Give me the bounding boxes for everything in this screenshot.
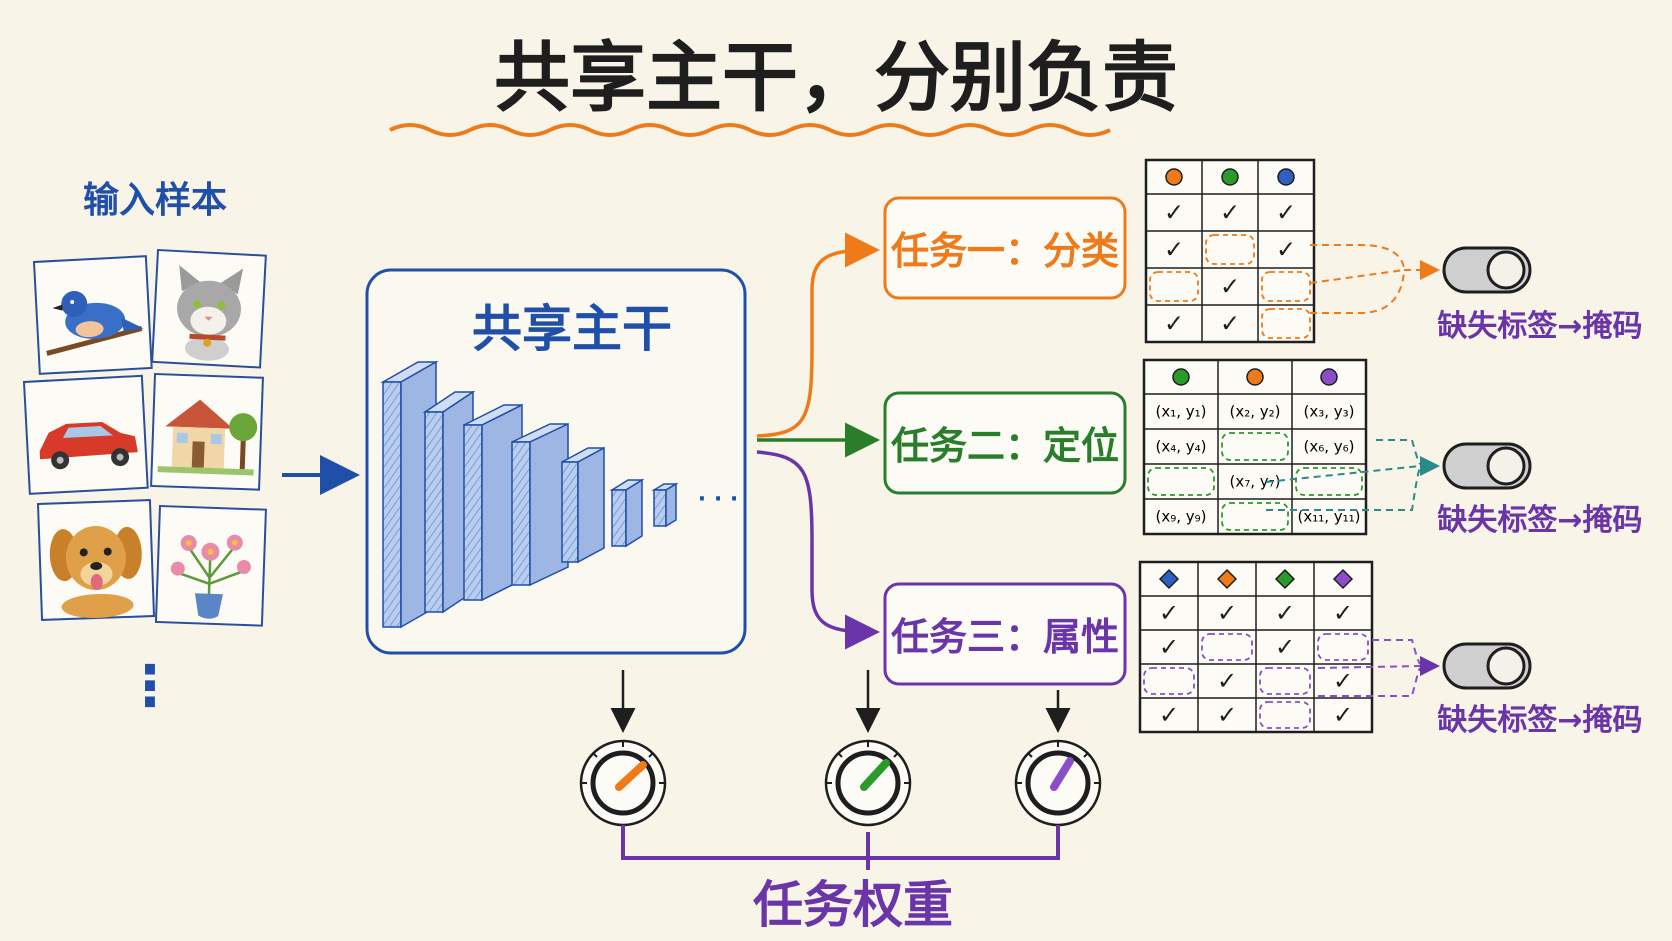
table-cell: (x₉, y₉) <box>1155 508 1206 526</box>
weight-knob-orange[interactable] <box>579 739 667 827</box>
missing-label-cell <box>1259 667 1311 695</box>
missing-label-cell <box>1149 271 1199 302</box>
task-box-attribute: 任务三：属性 <box>883 582 1127 686</box>
task-label-attribute: 任务三：属性 <box>891 615 1119 659</box>
header-marker-icon <box>1332 568 1354 590</box>
weight-knob-purple[interactable] <box>1014 739 1102 827</box>
missing-label-cell <box>1221 432 1289 461</box>
sample-cat <box>151 248 267 369</box>
table-cell: ✓ <box>1275 599 1295 627</box>
table-cell: ✓ <box>1333 599 1353 627</box>
table-cell: ✓ <box>1164 310 1184 338</box>
missing-label-cell <box>1143 667 1195 695</box>
table-cell: (x₃, y₃) <box>1303 403 1354 421</box>
missing-label-cell <box>1261 271 1311 302</box>
sample-grid <box>22 248 267 627</box>
table-attribute: ✓ ✓ ✓ ✓ ✓ ✓ ✓ ✓ ✓ ✓ ✓ <box>1138 560 1374 734</box>
table-localization: (x₁, y₁) (x₂, y₂) (x₃, y₃) (x₄, y₄) (x₆, y₆)… <box>1142 358 1368 536</box>
table-cell: (x₄, y₄) <box>1155 438 1206 456</box>
missing-label-cell <box>1295 467 1363 496</box>
samples-more-icon: ⋮ <box>122 654 178 719</box>
table-cell: ✓ <box>1220 310 1240 338</box>
table-cell: ✓ <box>1217 701 1237 729</box>
table-cell: (x₂, y₂) <box>1229 403 1280 421</box>
table-cell: (x₇, y₇) <box>1229 473 1280 491</box>
title-underline <box>389 123 1111 137</box>
table-cell: ✓ <box>1217 599 1237 627</box>
table-cell: ✓ <box>1159 633 1179 661</box>
task-box-localization: 任务二：定位 <box>883 391 1127 495</box>
backbone-ellipsis: · · · <box>698 487 738 512</box>
task-label-localization: 任务二：定位 <box>891 424 1119 468</box>
mask-label-3: 缺失标签→掩码 <box>1437 703 1642 738</box>
mask-toggle-2[interactable] <box>1442 442 1532 490</box>
sample-bird <box>32 255 153 375</box>
table-classification: ✓ ✓ ✓ ✓ ✓ ✓ ✓ ✓ <box>1144 158 1316 344</box>
table-cell: (x₁₁, y₁₁) <box>1297 508 1360 526</box>
sample-dog <box>36 499 156 621</box>
missing-label-cell <box>1221 502 1289 531</box>
input-label: 输入样本 <box>83 180 227 221</box>
table-frame <box>1142 358 1368 536</box>
weights-label: 任务权重 <box>753 876 953 934</box>
table-cell: ✓ <box>1159 599 1179 627</box>
sample-car <box>22 374 149 495</box>
header-marker-icon <box>1246 368 1264 386</box>
table-cell: ✓ <box>1164 199 1184 227</box>
table-cell: ✓ <box>1220 273 1240 301</box>
table-cell: ✓ <box>1276 199 1296 227</box>
table-cell: ✓ <box>1333 701 1353 729</box>
task-label-classification: 任务一：分类 <box>891 229 1119 273</box>
table-cell: ✓ <box>1220 199 1240 227</box>
weights-bracket <box>621 825 1060 870</box>
missing-label-cell <box>1317 633 1369 661</box>
weight-knob-green[interactable] <box>824 739 912 827</box>
mask-toggle-3[interactable] <box>1442 642 1532 690</box>
missing-label-cell <box>1259 701 1311 729</box>
sample-flowers <box>154 504 267 627</box>
header-marker-icon <box>1165 168 1183 186</box>
missing-label-cell <box>1261 308 1311 339</box>
table-frame <box>1144 158 1316 344</box>
table-cell: ✓ <box>1333 667 1353 695</box>
header-marker-icon <box>1320 368 1338 386</box>
task-box-classification: 任务一：分类 <box>883 196 1127 300</box>
header-marker-icon <box>1221 168 1239 186</box>
mask-toggle-1[interactable] <box>1442 246 1532 294</box>
missing-label-cell <box>1147 467 1215 496</box>
header-marker-icon <box>1216 568 1238 590</box>
table-cell: ✓ <box>1164 236 1184 264</box>
mask-label-1: 缺失标签→掩码 <box>1437 309 1642 344</box>
mask-connectors <box>1265 244 1440 697</box>
missing-label-cell <box>1201 633 1253 661</box>
header-marker-icon <box>1158 568 1180 590</box>
label-tables: ✓ ✓ ✓ ✓ ✓ ✓ ✓ ✓ (x₁, y₁) (x₂, y₂) (x₃, y₃) (x₄, y₄)… <box>1138 158 1374 734</box>
table-cell: ✓ <box>1217 667 1237 695</box>
backbone-label: 共享主干 <box>472 300 672 358</box>
branch-arrow-attribute <box>756 450 880 650</box>
missing-label-cell <box>1205 234 1255 265</box>
header-marker-icon <box>1172 368 1190 386</box>
header-marker-icon <box>1274 568 1296 590</box>
table-cell: ✓ <box>1275 633 1295 661</box>
table-cell: ✓ <box>1159 701 1179 729</box>
mask-label-2: 缺失标签→掩码 <box>1437 503 1642 538</box>
branch-arrow-classification <box>756 232 880 438</box>
sample-house <box>150 372 264 491</box>
header-marker-icon <box>1277 168 1295 186</box>
page-title: 共享主干，分别负责 <box>494 33 1178 122</box>
table-cell: (x₁, y₁) <box>1155 403 1206 421</box>
backbone-layers <box>380 360 679 629</box>
table-cell: ✓ <box>1276 236 1296 264</box>
table-cell: (x₆, y₆) <box>1303 438 1354 456</box>
